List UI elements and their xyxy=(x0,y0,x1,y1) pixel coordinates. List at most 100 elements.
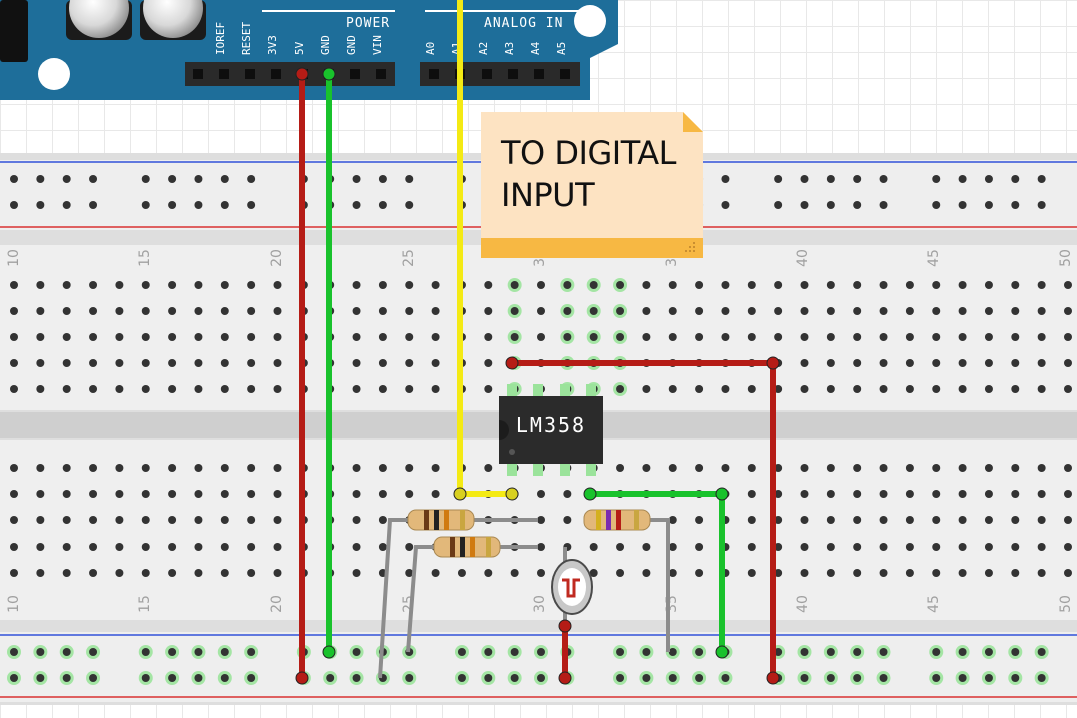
power-rail-hole xyxy=(853,201,862,209)
column-number: 50 xyxy=(1058,249,1074,267)
power-rail-hole xyxy=(616,674,625,682)
breadboard-hole xyxy=(10,281,18,289)
breadboard-hole xyxy=(247,543,256,551)
breadboard-hole xyxy=(89,359,98,367)
breadboard-hole xyxy=(273,281,282,289)
breadboard-hole xyxy=(879,569,888,577)
power-rail-hole xyxy=(484,674,493,682)
breadboard-hole xyxy=(1011,307,1020,315)
header-pin xyxy=(508,69,518,79)
breadboard-hole xyxy=(141,569,150,577)
breadboard-hole xyxy=(905,385,914,393)
breadboard-hole xyxy=(853,359,862,367)
power-rail-hole xyxy=(958,201,967,209)
power-pin-label: GND xyxy=(319,35,332,55)
resistor1-lead xyxy=(378,518,538,679)
column-number: 15 xyxy=(137,595,153,613)
breadboard-hole xyxy=(168,464,177,472)
power-rail-hole xyxy=(853,648,862,656)
breadboard-hole xyxy=(10,333,18,341)
power-rail-hole xyxy=(62,201,71,209)
power-rail-hole xyxy=(220,175,229,183)
chip-pin xyxy=(507,462,517,476)
power-rail-hole xyxy=(984,674,993,682)
breadboard-hole xyxy=(1011,385,1020,393)
power-rail-hole xyxy=(194,201,203,209)
breadboard-hole xyxy=(774,490,783,498)
power-rail-hole xyxy=(352,201,361,209)
breadboard-hole xyxy=(774,281,783,289)
breadboard-hole xyxy=(695,281,704,289)
breadboard-hole xyxy=(194,307,203,315)
breadboard-hole xyxy=(273,307,282,315)
power-rail-hole xyxy=(616,648,625,656)
wire-end xyxy=(505,356,519,370)
breadboard-hole xyxy=(826,307,835,315)
breadboard-hole xyxy=(273,490,282,498)
resistor-3 xyxy=(583,509,651,531)
power-rail-hole xyxy=(484,648,493,656)
column-number: 50 xyxy=(1058,595,1074,613)
breadboard-hole xyxy=(431,490,440,498)
power-rail-hole xyxy=(721,201,730,209)
breadboard-hole xyxy=(1037,333,1046,341)
top-terminal-area xyxy=(0,245,1077,410)
breadboard-hole xyxy=(826,385,835,393)
power-rail-hole xyxy=(168,648,177,656)
breadboard-hole xyxy=(36,333,45,341)
breadboard-hole xyxy=(589,333,598,341)
breadboard-hole xyxy=(352,281,361,289)
power-rail-hole xyxy=(62,674,71,682)
breadboard-hole xyxy=(194,516,203,524)
power-rail-hole xyxy=(721,175,730,183)
breadboard-hole xyxy=(220,516,229,524)
breadboard-hole xyxy=(36,464,45,472)
breadboard-hole xyxy=(115,359,124,367)
breadboard-hole xyxy=(747,569,756,577)
breadboard-hole xyxy=(115,281,124,289)
wire-end xyxy=(766,356,780,370)
breadboard-hole xyxy=(1064,385,1072,393)
breadboard-hole xyxy=(826,281,835,289)
capacitor-right-top xyxy=(143,0,203,38)
column-number: 15 xyxy=(137,249,153,267)
breadboard-hole xyxy=(10,359,18,367)
power-rail-hole xyxy=(958,175,967,183)
breadboard-hole xyxy=(168,307,177,315)
breadboard-hole xyxy=(1037,307,1046,315)
power-rail-hole xyxy=(10,648,18,656)
power-rail-hole xyxy=(141,201,150,209)
breadboard-hole xyxy=(62,281,71,289)
breadboard-hole xyxy=(484,333,493,341)
breadboard-hole xyxy=(958,307,967,315)
power-rail-hole xyxy=(89,175,98,183)
power-rail-hole xyxy=(247,201,256,209)
breadboard-hole xyxy=(642,385,651,393)
breadboard-hole xyxy=(273,464,282,472)
power-rail-hole xyxy=(1011,201,1020,209)
breadboard-hole xyxy=(1037,464,1046,472)
breadboard-hole xyxy=(642,333,651,341)
breadboard-hole xyxy=(537,543,545,551)
breadboard-hole xyxy=(247,359,256,367)
power-rail-hole xyxy=(800,201,809,209)
breadboard-hole xyxy=(168,569,177,577)
breadboard-hole xyxy=(853,516,862,524)
breadboard-hole xyxy=(721,464,730,472)
breadboard-hole xyxy=(405,385,414,393)
power-rail-hole xyxy=(168,201,177,209)
breadboard-hole xyxy=(879,543,888,551)
breadboard-hole xyxy=(89,307,98,315)
breadboard-hole xyxy=(62,464,71,472)
note-text: TO DIGITAL INPUT xyxy=(501,132,691,216)
usb-jack xyxy=(0,0,28,62)
breadboard-hole xyxy=(695,569,704,577)
breadboard-hole xyxy=(378,543,387,551)
bottom-power-rail xyxy=(0,632,1077,702)
header-pin xyxy=(482,69,492,79)
breadboard-hole xyxy=(1037,359,1046,367)
breadboard-hole xyxy=(352,569,361,577)
breadboard-hole xyxy=(1011,333,1020,341)
breadboard-hole xyxy=(62,307,71,315)
wire-end-caps xyxy=(295,67,780,685)
